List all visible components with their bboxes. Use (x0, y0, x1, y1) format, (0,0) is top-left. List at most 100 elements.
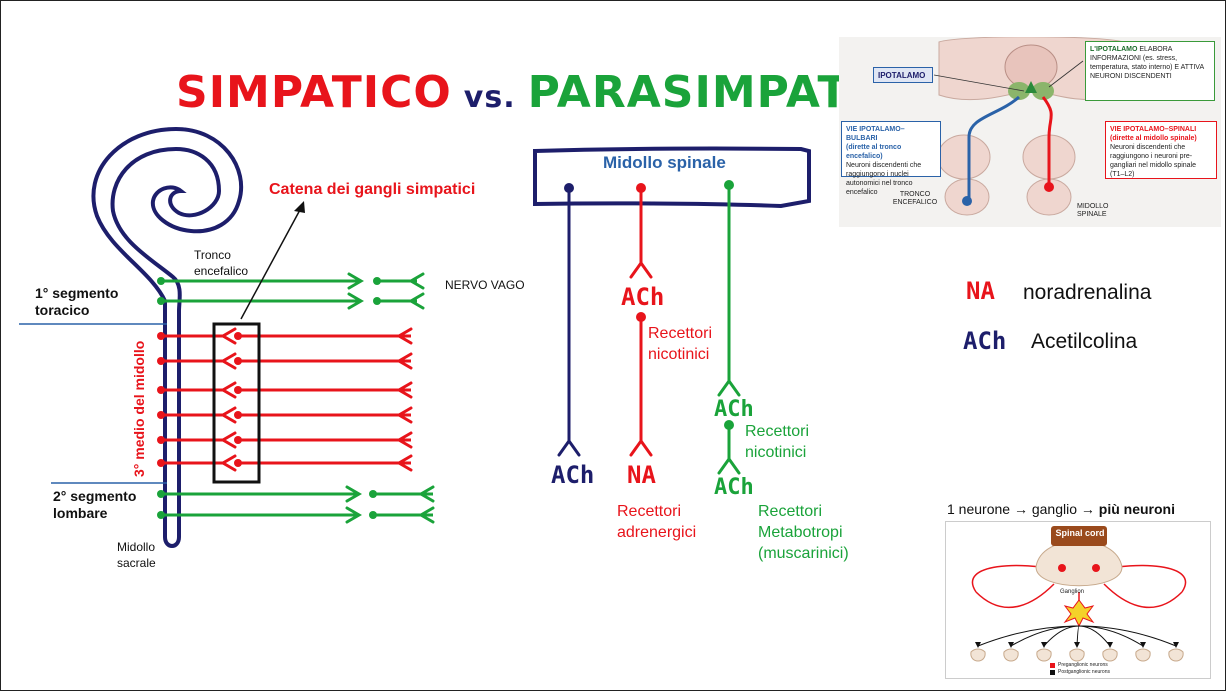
hypothalamus-panel: IPOTALAMO L'IPOTALAMO ELABORA INFORMAZIO… (839, 37, 1221, 227)
green-end-fork (408, 292, 425, 310)
seg2-label: 2° segmento lombare (53, 488, 137, 521)
title-simpatico: SIMPATICO (176, 67, 452, 118)
ganglia-chain-box (212, 322, 261, 484)
green-synapse-fork (347, 272, 364, 290)
nervo-vago-label: NERVO VAGO (445, 278, 525, 292)
spinali-sub: (dirette al midollo spinale) (1110, 135, 1197, 142)
red-fork-2 (629, 438, 653, 457)
bulbari-sub: (dirette al tronco encefalico) (846, 144, 902, 160)
red-synapse-fork (220, 406, 237, 424)
fiber-arrowhead (1107, 642, 1113, 648)
ach-green-1: ACh (714, 397, 754, 422)
green-end-fork (418, 506, 435, 524)
midollo-spinale-label: Midollo spinale (603, 153, 726, 172)
navy-fork (557, 438, 581, 457)
spinali-text: Neuroni discendenti che raggiungono i ne… (1110, 144, 1196, 178)
legend-ach-text: Acetilcolina (1031, 330, 1138, 353)
tronco-tag: TRONCO ENCEFALICO (892, 191, 938, 206)
red-synapse-fork (220, 352, 237, 370)
seg1-label: 1° segmento toracico (35, 285, 119, 318)
fiber-arrowhead (1074, 642, 1080, 648)
tronco-label: Tronco encefalico (194, 248, 249, 278)
green-synapse-fork (347, 292, 364, 310)
catena-arrowhead (294, 201, 305, 213)
rec-adrenergici: Recettori adrenergici (617, 503, 697, 541)
rec-nicotinici-red: Recettori nicotinici (648, 325, 713, 363)
rec-metabotropi: Recettori Metabotropi (muscarinici) (758, 503, 849, 562)
target-organ (1003, 648, 1019, 662)
post-fibers (970, 625, 1184, 662)
left-fibers (157, 272, 435, 524)
spinal-cord-label: Spinal cord (1055, 528, 1105, 538)
fiber-arrowhead (1140, 642, 1146, 648)
green-fork-1 (717, 378, 741, 397)
ipotalamo-info-box: L'IPOTALAMO ELABORA INFORMAZIONI (es. st… (1085, 41, 1215, 101)
legend-na-symbol: NA (966, 277, 995, 305)
catena-arrow (240, 207, 302, 320)
legend-ach-symbol: ACh (963, 327, 1007, 355)
ipotalamo-tag: IPOTALAMO (873, 67, 933, 83)
red-synapse-fork (220, 431, 237, 449)
caption-a: 1 neurone → ganglio → (947, 501, 1099, 517)
target-organ (1102, 648, 1118, 662)
spinali-box: VIE IPOTALAMO–SPINALI (dirette al midoll… (1105, 121, 1217, 179)
ganglion-label: Ganglion (1060, 589, 1085, 595)
green-synapse-fork (345, 506, 362, 524)
fiber-arrowhead (1173, 642, 1179, 648)
target-organ (1135, 648, 1151, 662)
red-end-fork (396, 431, 413, 449)
ach-green-2: ACh (714, 475, 754, 500)
red-end-fork (396, 406, 413, 424)
red-synapse-fork (220, 327, 237, 345)
middle-fibers (557, 180, 741, 475)
divergence-illustration: Spinal cord Ganglion Preganglionic neuro… (945, 521, 1211, 679)
bulbari-text: Neuroni discendenti che raggiungono i nu… (846, 162, 922, 196)
target-organ (970, 648, 986, 662)
pre-legend: Preganglionic neurons (1058, 662, 1108, 668)
fiber-arrowhead (975, 642, 981, 648)
green-synapse-fork (345, 485, 362, 503)
postganglionic-fiber (1078, 625, 1177, 647)
midollo-tag: MIDOLLO SPINALE (1077, 203, 1109, 218)
legend-ach: ACh (963, 327, 1006, 355)
bulbari-title: VIE IPOTALAMO–BULBARI (846, 126, 905, 142)
na-red: NA (627, 461, 656, 489)
legend-na-text: noradrenalina (1023, 281, 1152, 304)
red-end-fork (396, 454, 413, 472)
spinali-title: VIE IPOTALAMO–SPINALI (1110, 126, 1197, 133)
target-organ (1036, 648, 1052, 662)
red-fork-1 (629, 260, 653, 279)
catena-label: Catena dei gangli simpatici (269, 181, 476, 198)
postganglionic-fiber (977, 625, 1080, 647)
post-legend: Postganglionic neurons (1058, 669, 1110, 675)
divergence-svg (970, 526, 1186, 675)
sacrale-label: Midollo sacrale (117, 540, 156, 570)
green-fork-2 (717, 456, 741, 475)
ach-navy: ACh (551, 461, 595, 489)
red-end-fork (396, 327, 413, 345)
midollo-box (533, 146, 811, 209)
red-end-fork (396, 381, 413, 399)
postganglionic-fiber (1043, 625, 1080, 647)
fiber-arrowhead (1041, 642, 1047, 648)
info-strong: L'IPOTALAMO (1090, 46, 1138, 53)
divergence-caption: 1 neurone → ganglio → più neuroni (947, 501, 1175, 517)
hypothalamus-illustration (933, 37, 1125, 216)
caption-b: più neuroni (1098, 501, 1175, 517)
rec-nicotinici-green: Recettori nicotinici (745, 423, 810, 461)
title-vs: vs. (463, 80, 516, 115)
red-end-fork (396, 352, 413, 370)
info-rest: ELABORA INFORMAZIONI (es. stress, temper… (1090, 46, 1204, 80)
green-end-fork (408, 272, 425, 290)
green-end-fork (418, 485, 435, 503)
bulbari-box: VIE IPOTALAMO–BULBARI (dirette al tronco… (841, 121, 941, 196)
fiber-arrowhead (1008, 642, 1014, 648)
target-organ (1069, 648, 1085, 662)
legend-na: NA (966, 277, 995, 305)
cord-outline (91, 126, 244, 548)
red-synapse-fork (220, 381, 237, 399)
terzo-medio-label: 3° medio del midollo (131, 340, 147, 477)
ach-red: ACh (621, 283, 665, 311)
